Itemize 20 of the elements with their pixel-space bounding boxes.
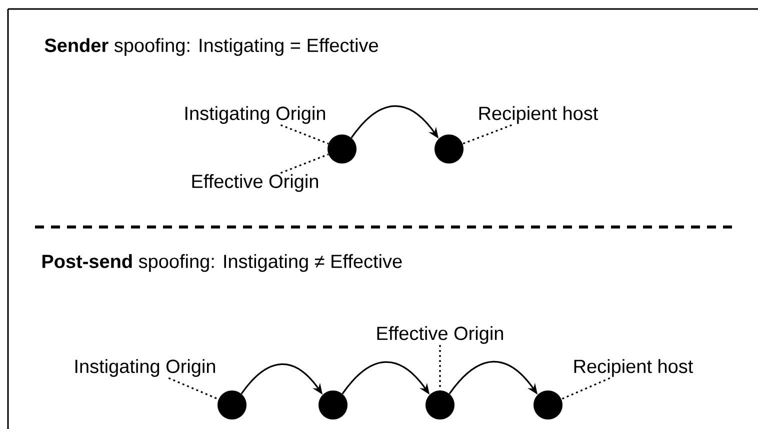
dot	[426, 390, 454, 420]
leader-line	[439, 345, 441, 390]
dot	[328, 134, 356, 164]
leader-line	[280, 154, 329, 174]
leader-line	[280, 124, 329, 144]
dot	[318, 390, 348, 420]
dot	[534, 390, 562, 420]
leader-line	[168, 377, 219, 400]
node-label: Recipient host	[479, 106, 598, 124]
heading: Sender spoofing: Instigating = Effective	[44, 38, 378, 56]
dot	[218, 390, 246, 420]
node-label: Recipient host	[574, 359, 694, 377]
node-label: Effective Origin	[192, 174, 318, 192]
heading: Post-send spoofing: Instigating ≠ Effective	[42, 254, 402, 272]
node-label: Instigating Origin	[185, 106, 326, 124]
leader-line	[462, 124, 512, 144]
node-label: Instigating Origin	[75, 359, 216, 377]
dot	[434, 134, 464, 164]
node-label: Effective Origin	[377, 326, 503, 344]
leader-line	[561, 377, 610, 400]
